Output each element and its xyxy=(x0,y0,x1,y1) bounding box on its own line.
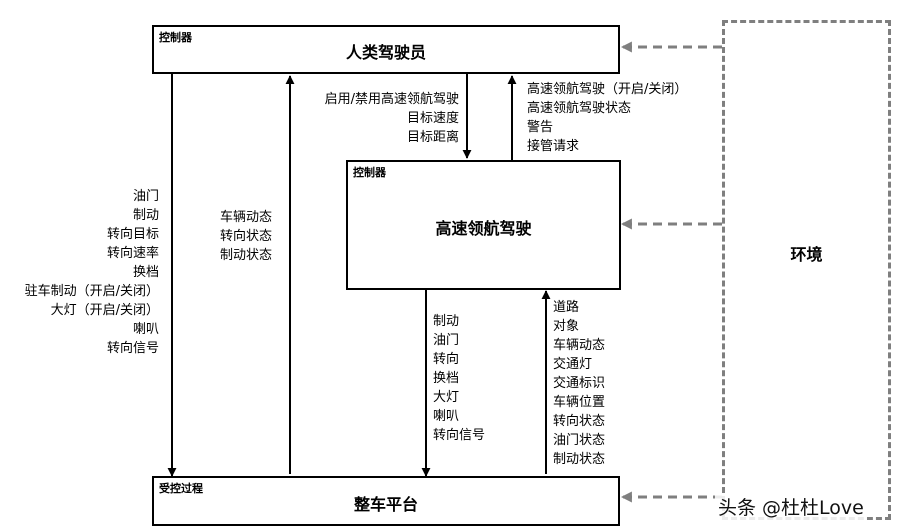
label-item: 换档 xyxy=(132,265,159,280)
label-item: 大灯（开启/关闭） xyxy=(50,303,159,318)
label-hca-to-driver: 高速领航驾驶（开启/关闭） 高速领航驾驶状态 警告 接管请求 xyxy=(527,80,687,156)
driver-tag: 控制器 xyxy=(159,31,192,44)
platform-box: 受控过程 整车平台 xyxy=(152,476,620,526)
label-item: 对象 xyxy=(553,319,580,334)
label-item: 驻车制动（开启/关闭） xyxy=(24,284,159,299)
label-item: 换档 xyxy=(433,371,460,386)
hca-title: 高速领航驾驶 xyxy=(435,219,532,238)
label-item: 转向状态 xyxy=(553,414,606,429)
platform-tag: 受控过程 xyxy=(159,482,203,495)
environment-box: 环境 xyxy=(722,20,891,520)
label-hca-to-platform: 制动 油门 转向 换档 大灯 喇叭 转向信号 xyxy=(433,312,485,445)
watermark: 头条 @杜杜Love xyxy=(715,493,867,520)
label-item: 高速领航驾驶（开启/关闭） xyxy=(527,82,688,97)
label-item: 车辆动态 xyxy=(220,210,273,225)
driver-box: 控制器 人类驾驶员 xyxy=(152,25,620,74)
label-platform-to-driver: 车辆动态 转向状态 制动状态 xyxy=(220,208,272,265)
label-item: 油门状态 xyxy=(553,433,606,448)
driver-title: 人类驾驶员 xyxy=(345,43,426,62)
label-item: 车辆动态 xyxy=(553,338,606,353)
label-item: 制动 xyxy=(132,208,159,223)
label-item: 油门 xyxy=(433,333,460,348)
label-driver-to-hca: 启用/禁用高速领航驾驶 目标速度 目标距离 xyxy=(325,90,459,147)
label-item: 转向目标 xyxy=(106,227,159,242)
label-item: 转向信号 xyxy=(106,341,159,356)
hca-box: 控制器 高速领航驾驶 xyxy=(346,160,621,290)
label-item: 制动状态 xyxy=(553,452,606,467)
hca-tag: 控制器 xyxy=(353,166,386,179)
label-item: 喇叭 xyxy=(132,322,159,337)
label-item: 高速领航驾驶状态 xyxy=(527,101,632,116)
label-item: 车辆位置 xyxy=(553,395,606,410)
label-platform-to-hca: 道路 对象 车辆动态 交通灯 交通标识 车辆位置 转向状态 油门状态 制动状态 xyxy=(553,298,605,469)
label-item: 交通标识 xyxy=(553,376,606,391)
label-item: 制动状态 xyxy=(220,248,273,263)
environment-title: 环境 xyxy=(790,245,823,264)
label-item: 制动 xyxy=(433,314,460,329)
label-item: 转向状态 xyxy=(220,229,273,244)
label-item: 启用/禁用高速领航驾驶 xyxy=(324,92,459,107)
label-item: 警告 xyxy=(527,120,554,135)
platform-title: 整车平台 xyxy=(353,495,418,514)
label-item: 目标距离 xyxy=(406,130,459,145)
label-item: 油门 xyxy=(132,189,159,204)
label-item: 大灯 xyxy=(433,390,460,405)
label-item: 喇叭 xyxy=(433,409,460,424)
label-item: 转向速率 xyxy=(106,246,159,261)
label-item: 转向 xyxy=(433,352,460,367)
label-item: 转向信号 xyxy=(433,428,486,443)
label-item: 交通灯 xyxy=(553,357,593,372)
label-item: 接管请求 xyxy=(527,139,580,154)
label-item: 道路 xyxy=(553,300,580,315)
label-driver-to-platform: 油门 制动 转向目标 转向速率 换档 驻车制动（开启/关闭） 大灯（开启/关闭）… xyxy=(25,187,159,358)
label-item: 目标速度 xyxy=(406,111,459,126)
